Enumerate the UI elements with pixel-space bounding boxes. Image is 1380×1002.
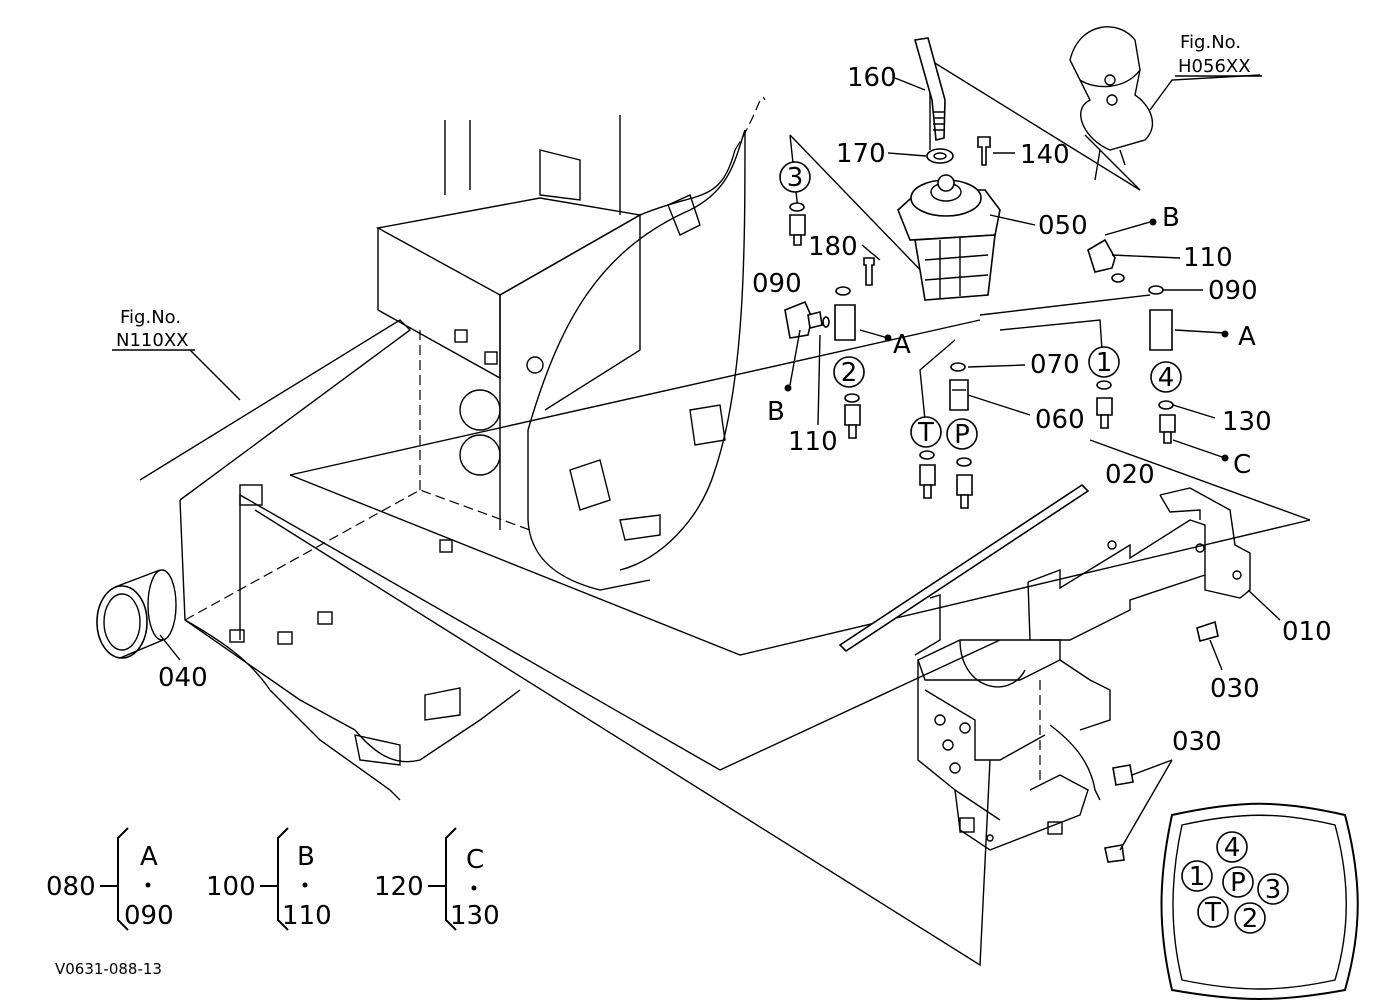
fig-ref-left-line1: Fig.No.: [120, 307, 181, 328]
label-010: 010: [1282, 617, 1332, 647]
inset-port-t: T: [1204, 898, 1221, 928]
inset-port-3: 3: [1265, 875, 1282, 905]
bracket-010: [914, 487, 1251, 656]
reference-dots: [784, 218, 1229, 462]
marker-2: 2: [841, 358, 858, 388]
kit-code-080: 080: [46, 872, 96, 902]
inset-port-p: P: [1230, 868, 1246, 898]
kit-part-130: 130: [450, 901, 500, 931]
label-110-left: 110: [788, 427, 838, 457]
figure-references: Fig.No. H056XX Fig.No. N110XX: [116, 32, 1251, 351]
fittings: [784, 202, 1176, 509]
label-090-right: 090: [1208, 276, 1258, 306]
label-090-left: 090: [752, 269, 802, 299]
inset-port-4: 4: [1224, 833, 1241, 863]
fig-ref-top-line1: Fig.No.: [1180, 32, 1241, 53]
kit-letter-b: B: [297, 842, 315, 872]
port-layout-inset: 4 1 P 3 T 2: [1160, 802, 1359, 1000]
ref-letter-a-left: A: [893, 330, 911, 360]
kit-legend: 080 A 090 100 B 110 120 C 130: [46, 827, 500, 931]
marker-1: 1: [1096, 348, 1113, 378]
port-markers: 3 2 1 4 T P: [779, 161, 1182, 450]
kit-100: 100 B 110: [206, 827, 332, 931]
inset-port-2: 2: [1242, 904, 1259, 934]
ref-letter-b-left: B: [767, 397, 785, 427]
kit-code-120: 120: [374, 872, 424, 902]
label-070: 070: [1030, 350, 1080, 380]
valve-mount-bracket: [917, 639, 1111, 851]
marker-4: 4: [1158, 363, 1175, 393]
marker-t: T: [917, 418, 934, 448]
label-110-right: 110: [1183, 243, 1233, 273]
rod-020: [838, 483, 1090, 653]
label-050: 050: [1038, 211, 1088, 241]
ref-letter-a-right: A: [1238, 322, 1256, 352]
label-060: 060: [1035, 405, 1085, 435]
bolts-030: [1104, 620, 1219, 863]
label-130: 130: [1222, 407, 1272, 437]
label-040: 040: [158, 663, 208, 693]
label-180: 180: [808, 232, 858, 262]
reference-letters: A B B A C: [767, 203, 1256, 480]
chassis-frame: [139, 97, 766, 801]
inset-port-1: 1: [1189, 862, 1206, 892]
ref-letter-c-right: C: [1233, 450, 1251, 480]
kit-letter-c: C: [466, 845, 484, 875]
fig-ref-left-line2: N110XX: [116, 330, 188, 351]
label-leaders: [112, 75, 1281, 671]
label-170: 170: [836, 139, 886, 169]
kit-part-110: 110: [282, 901, 332, 931]
ref-letter-b-right: B: [1162, 203, 1180, 233]
part-labels: 160 170 140 050 180 110 090 090 070 060 …: [158, 63, 1332, 757]
drawing-code: V0631-088-13: [55, 960, 162, 978]
marker-3: 3: [787, 163, 804, 193]
label-020: 020: [1105, 460, 1155, 490]
kit-letter-a: A: [140, 842, 158, 872]
kit-080: 080 A 090: [46, 827, 174, 931]
label-030-lower: 030: [1172, 727, 1222, 757]
pipe-fitting-040: [96, 569, 177, 659]
label-030-upper: 030: [1210, 674, 1260, 704]
marker-p: P: [954, 420, 970, 450]
kit-120: 120 C 130: [374, 827, 500, 931]
kit-code-100: 100: [206, 872, 256, 902]
label-140: 140: [1020, 140, 1070, 170]
pilot-valve-assembly: [863, 37, 1001, 411]
fig-ref-top-line2: H056XX: [1178, 56, 1251, 77]
label-160: 160: [847, 63, 897, 93]
reference-lines: [239, 59, 1311, 967]
kit-part-090: 090: [124, 901, 174, 931]
